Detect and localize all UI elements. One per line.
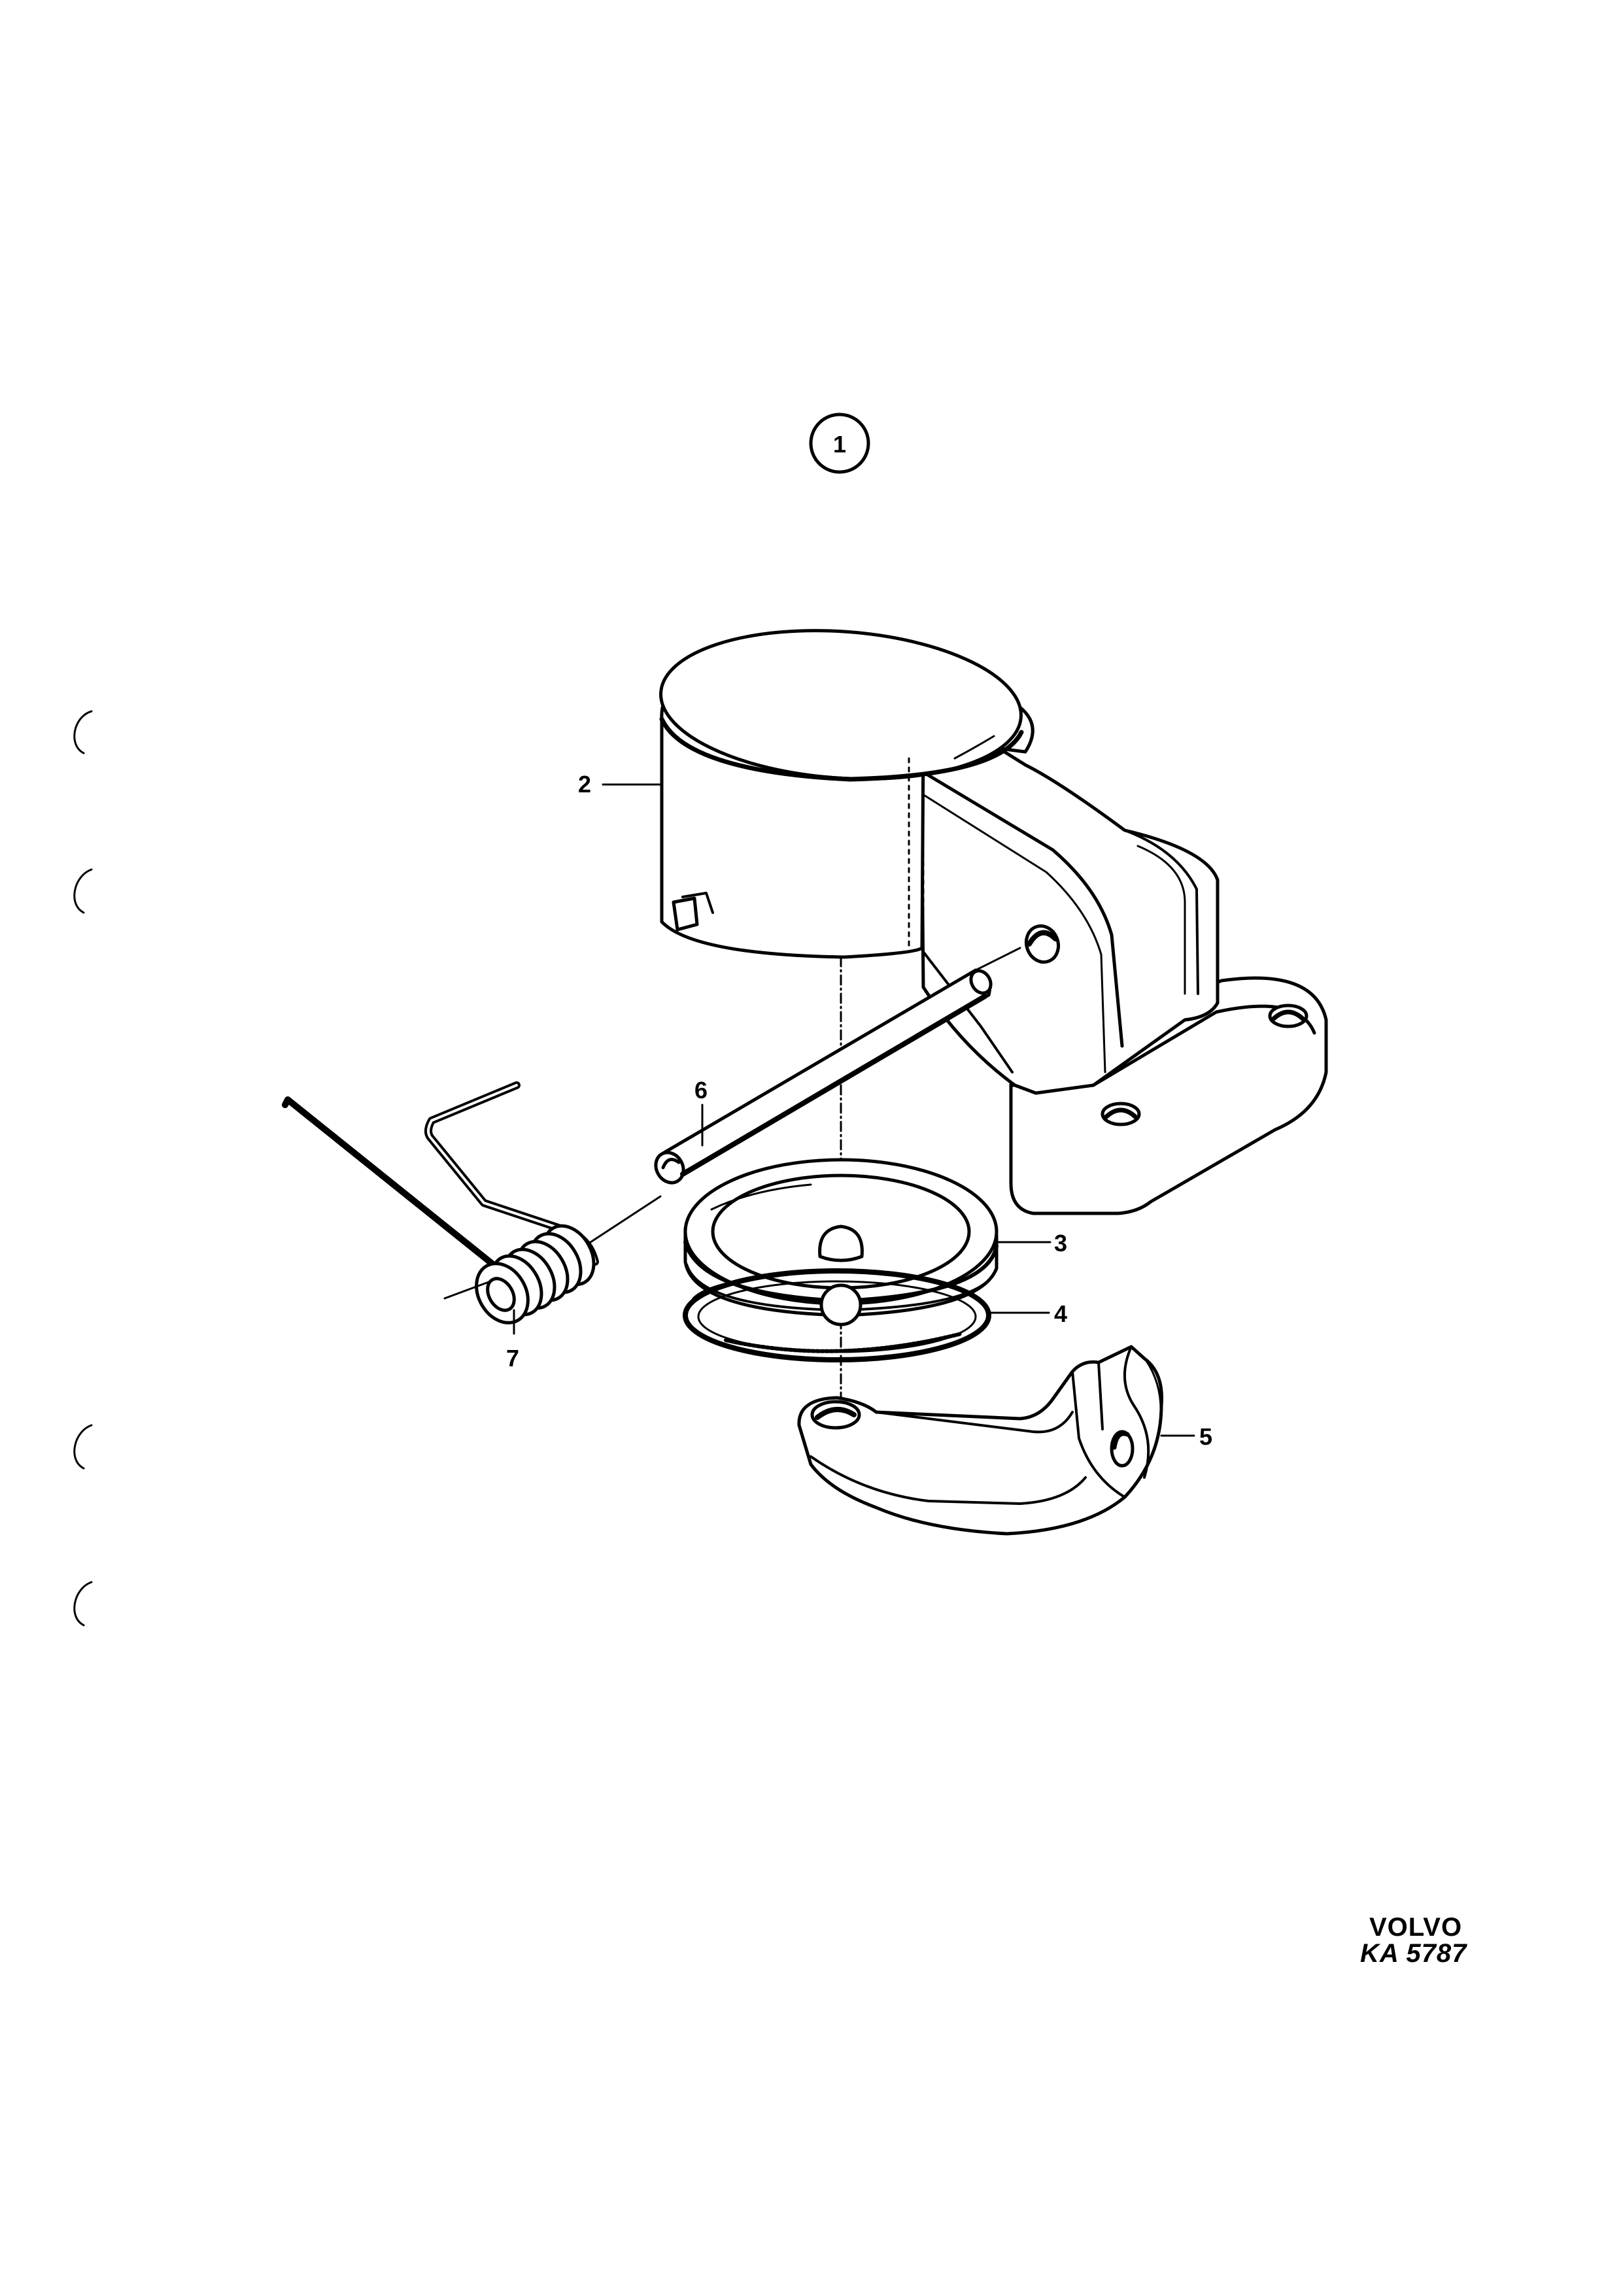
- punch-hole-3: [73, 1424, 93, 1470]
- housing-base-plate: [1009, 976, 1328, 1215]
- logo-brand: VOLVO: [1369, 1913, 1463, 1942]
- punch-hole-4: [73, 1581, 93, 1627]
- part-labels: 2 3 4 5 6 7: [506, 771, 1212, 1450]
- label-part-6: 6: [694, 1077, 708, 1104]
- pulley-hub: [818, 1224, 864, 1262]
- lever-part-5: [797, 1345, 1163, 1536]
- figure-number: 1: [833, 431, 846, 458]
- punch-holes: [73, 710, 93, 1627]
- label-part-2: 2: [578, 771, 591, 798]
- lever-body: [797, 1345, 1163, 1536]
- label-part-5: 5: [1199, 1423, 1212, 1450]
- figure-number-callout: 1: [809, 413, 870, 474]
- housing-tab: [672, 896, 699, 932]
- label-part-3: 3: [1054, 1230, 1067, 1257]
- logo-code-prefix: KA: [1360, 1939, 1399, 1968]
- shaft-pin-part-6: [654, 968, 993, 1185]
- logo-code-number: 5787: [1406, 1939, 1467, 1968]
- o-ring-outer: [683, 1268, 991, 1362]
- o-ring-part-4: [683, 1268, 991, 1362]
- housing-base-plate-top: [1010, 1004, 1316, 1087]
- punch-hole-1: [73, 710, 93, 754]
- label-part-7: 7: [506, 1345, 519, 1372]
- leader-lines: [513, 783, 1195, 1437]
- label-part-4: 4: [1054, 1300, 1067, 1327]
- torsion-spring-part-7: [282, 1081, 662, 1325]
- spring-coils: [475, 1224, 596, 1325]
- shaft-pin-body: [661, 968, 992, 1181]
- punch-hole-2: [73, 868, 93, 914]
- volvo-logo: VOLVO KA 5787: [1360, 1914, 1467, 1967]
- housing-part-2: [659, 629, 1328, 1215]
- logo-code: KA 5787: [1360, 1940, 1467, 1967]
